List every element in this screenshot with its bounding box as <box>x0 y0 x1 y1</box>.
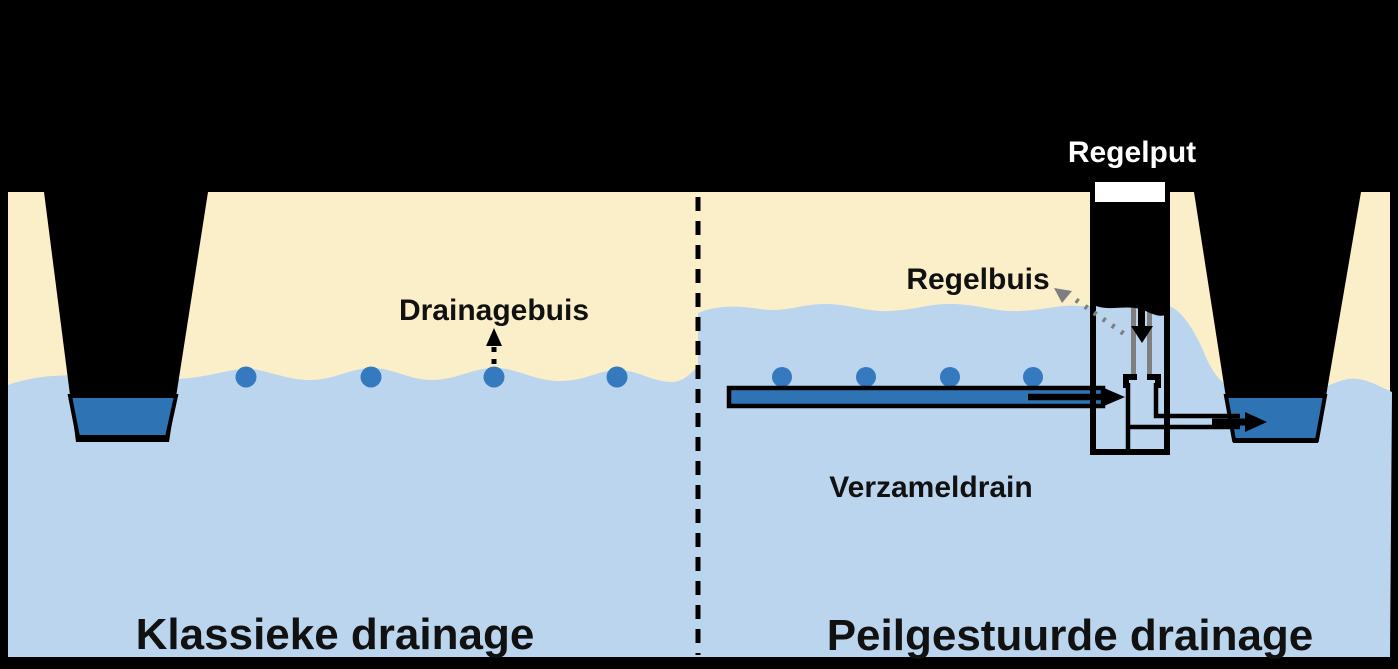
well-outline <box>1090 192 1170 455</box>
drain-dot <box>360 366 382 388</box>
drain-dot <box>483 366 505 388</box>
verzameldrain-label: Verzameldrain <box>829 471 1032 504</box>
drainagebuis-pointer-head <box>486 328 502 346</box>
drain-dot <box>856 367 876 387</box>
regelbuis-pointer-line <box>1074 297 1132 341</box>
outflow-arrow-head <box>1245 412 1267 432</box>
regelbuis-pointer-head <box>1054 288 1072 303</box>
regelbuis-flow-arrow-head <box>1131 326 1153 343</box>
regelbuis-flow-arrow-shaft <box>1138 302 1145 328</box>
drain-dot <box>235 366 257 388</box>
regelbuis-pipe-left <box>1131 240 1136 376</box>
left-panel-title: Klassieke drainage <box>136 610 535 659</box>
well-cap <box>1095 182 1165 202</box>
well-shaft-dark <box>1096 192 1168 316</box>
outflow-pipe-lower <box>1125 383 1240 450</box>
drain-dot <box>1023 367 1043 387</box>
outflow-pipe-upper <box>1153 383 1240 419</box>
drainagebuis-label: Drainagebuis <box>399 294 589 327</box>
drain-dot <box>940 367 960 387</box>
right-panel-title: Peilgestuurde drainage <box>827 611 1314 660</box>
regelbuis-label: Regelbuis <box>906 263 1049 296</box>
drain-dot <box>772 367 792 387</box>
left-ditch-water <box>67 394 179 439</box>
right-ditch <box>1194 192 1361 443</box>
drain-dot <box>606 366 628 388</box>
regelput-label: Regelput <box>1068 136 1196 169</box>
left-ditch <box>44 192 208 442</box>
collector-flow-arrow-head <box>1104 388 1125 406</box>
right-ditch-water <box>1223 394 1328 442</box>
